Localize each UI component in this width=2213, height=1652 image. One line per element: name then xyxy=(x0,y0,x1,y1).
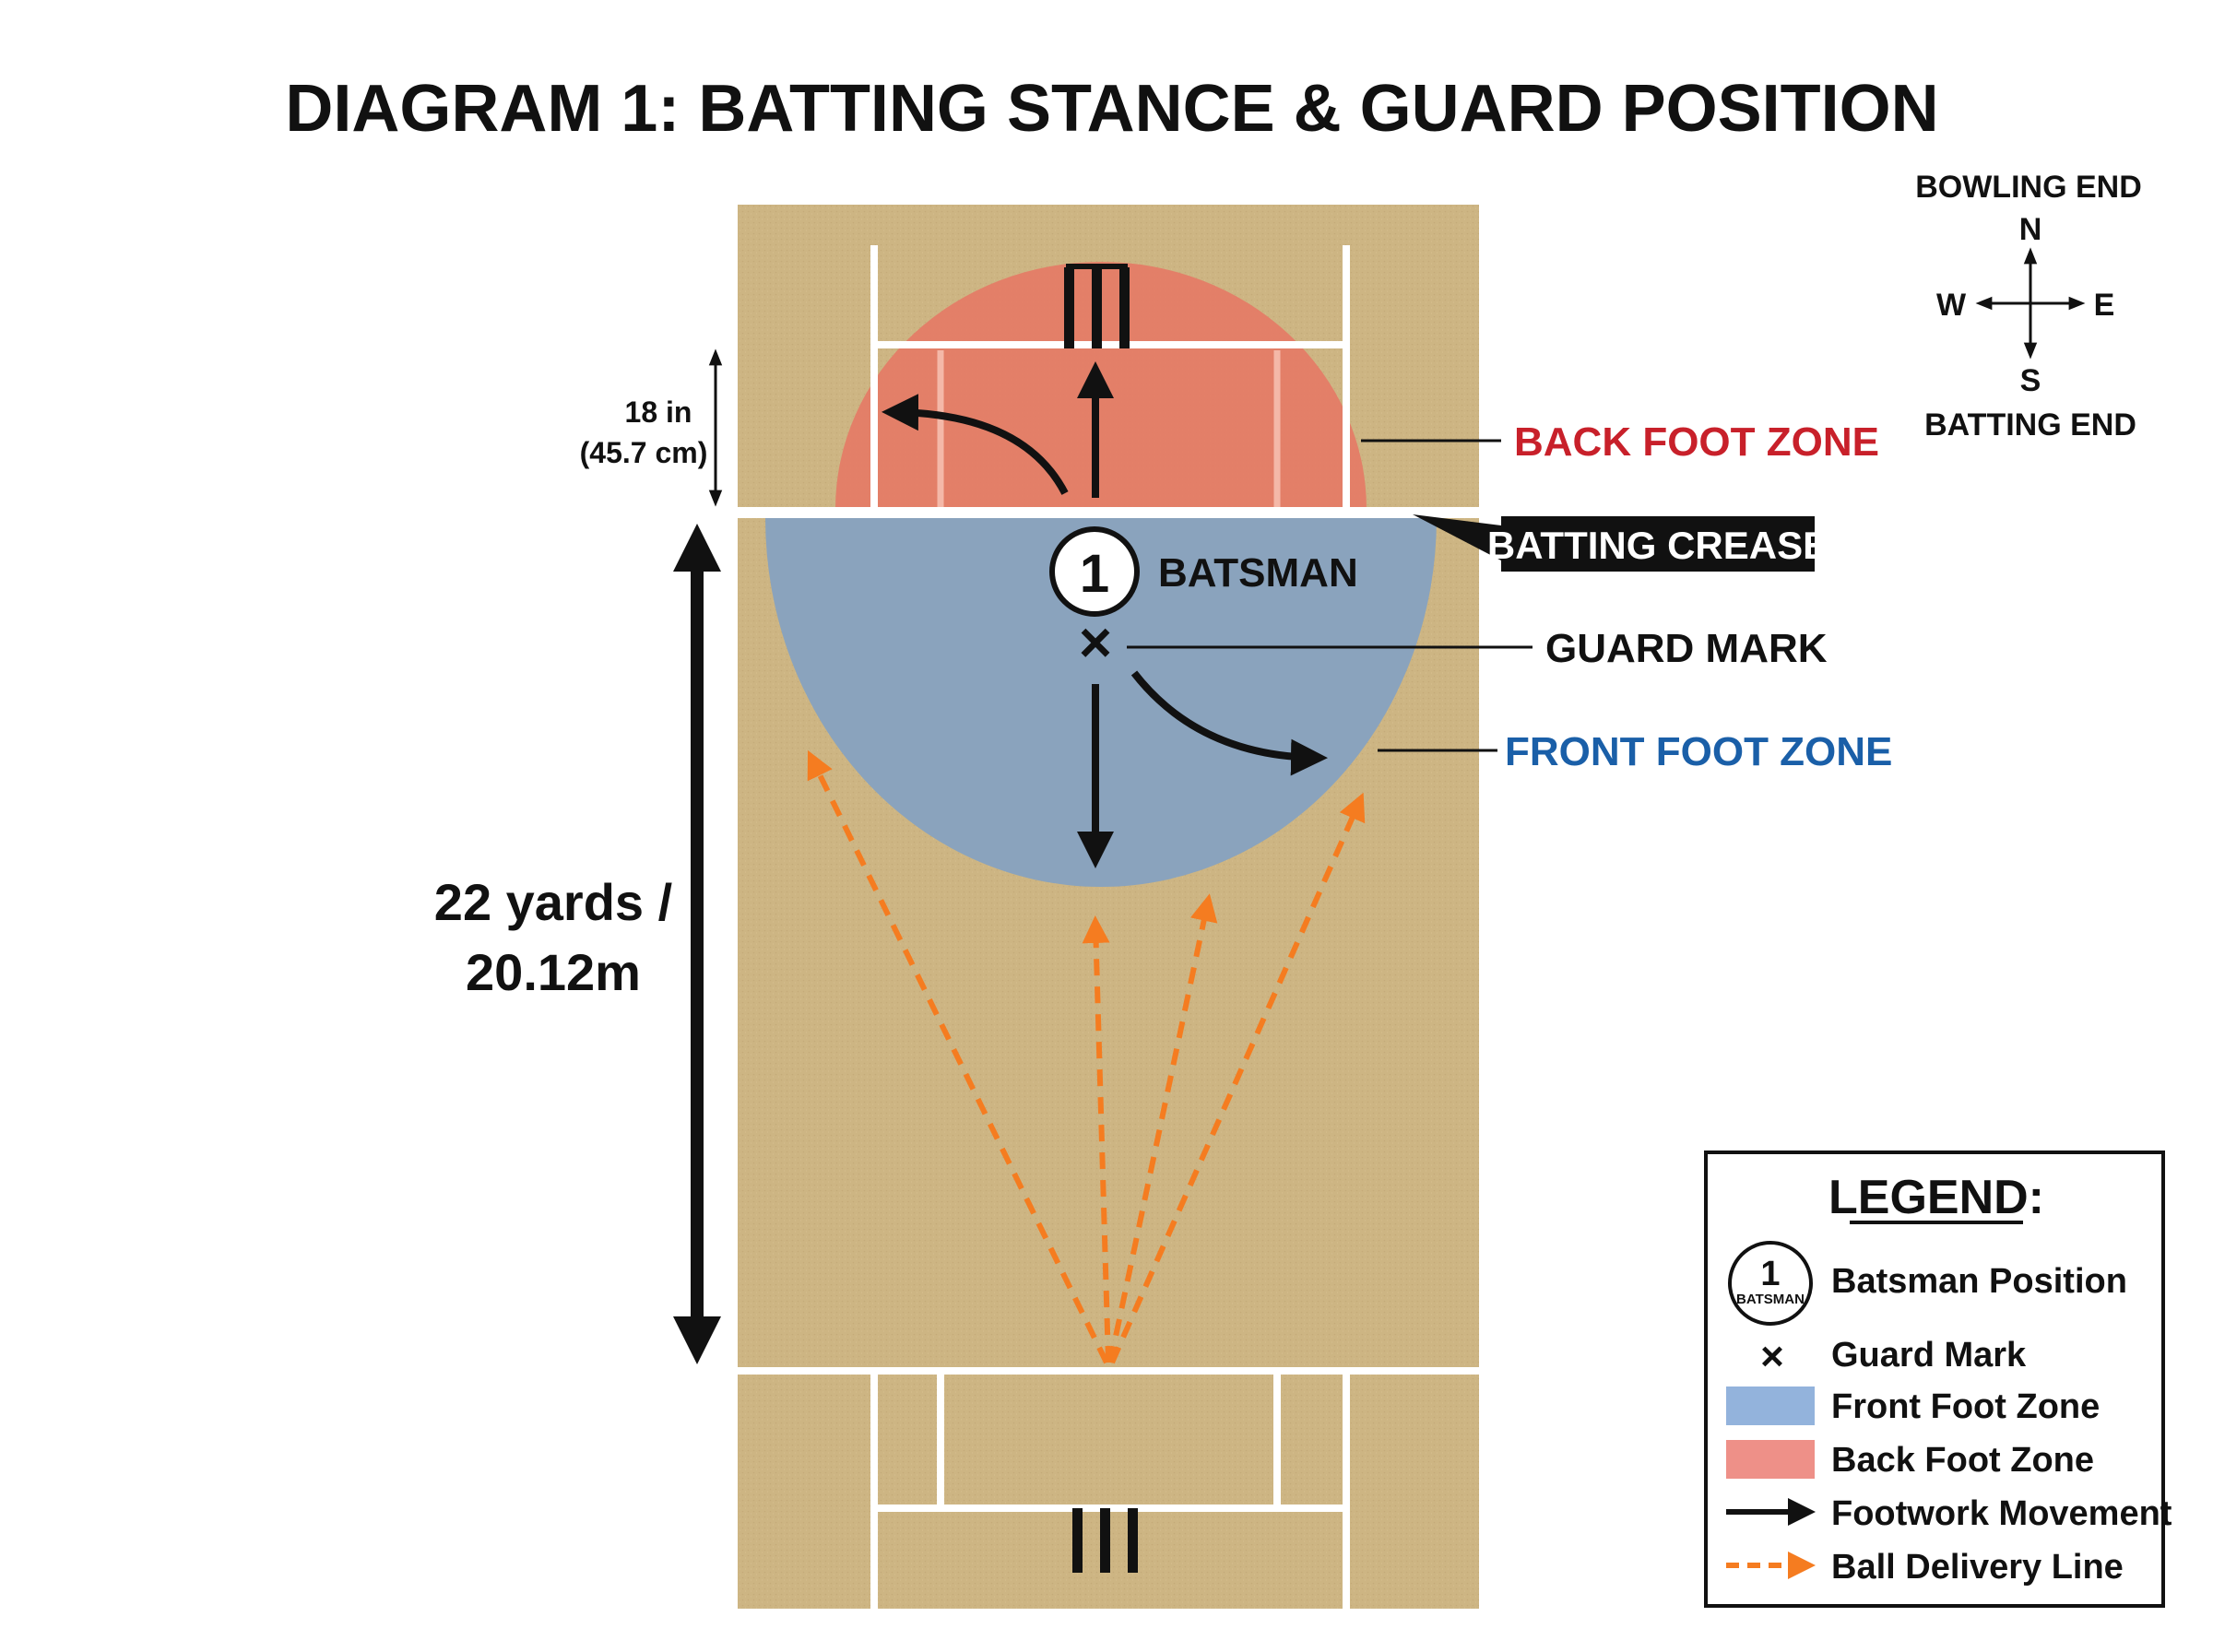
page-title: DIAGRAM 1: BATTING STANCE & GUARD POSITI… xyxy=(285,72,1938,146)
ball-delivery-lines xyxy=(807,749,1366,1364)
legend-item-guard-mark: Guard Mark xyxy=(1831,1336,2027,1375)
legend-badge-number: 1 xyxy=(1760,1255,1780,1293)
stumps-top-icon xyxy=(1064,264,1130,348)
compass-east: E xyxy=(2094,288,2115,323)
guard-mark-icon: × xyxy=(1079,611,1112,675)
legend-back-foot-swatch xyxy=(1726,1440,1815,1479)
compass-west: W xyxy=(1936,288,1967,323)
compass-bowling-end: BOWLING END xyxy=(1915,170,2142,205)
legend-item-footwork-movement: Footwork Movement xyxy=(1831,1494,2172,1533)
footwork-arrows-front xyxy=(1077,670,1328,868)
crease-gap-label-line1: 18 in xyxy=(625,395,692,429)
batting-crease-label-box xyxy=(1501,516,1815,572)
front-foot-zone xyxy=(765,518,1437,887)
front-foot-zone-label: FRONT FOOT ZONE xyxy=(1505,729,1892,774)
compass: BOWLING END N W E S BATTING END xyxy=(1915,170,2142,442)
legend-guard-mark-icon: × xyxy=(1760,1334,1784,1379)
batting-end-markings xyxy=(738,1367,1479,1609)
legend-heading: LEGEND: xyxy=(1828,1171,2044,1224)
batsman-number: 1 xyxy=(1080,544,1109,604)
legend-frame xyxy=(1704,1150,2165,1608)
batting-crease-pointer xyxy=(1413,514,1501,560)
pitch-length-dimension xyxy=(673,524,721,1364)
legend-badge-text: BATSMAN xyxy=(1736,1292,1805,1307)
bowling-end-markings xyxy=(738,245,1479,518)
compass-north: N xyxy=(2019,212,2042,247)
legend-item-batsman-position: Batsman Position xyxy=(1831,1262,2127,1301)
legend: LEGEND: 1 BATSMAN Batsman Position × Gua… xyxy=(1704,1150,2172,1608)
legend-batsman-badge-icon: 1 BATSMAN xyxy=(1728,1241,1813,1326)
legend-item-back-foot-zone: Back Foot Zone xyxy=(1831,1441,2094,1480)
pitch-length-label-line2: 20.12m xyxy=(466,943,641,1001)
legend-front-foot-swatch xyxy=(1726,1386,1815,1425)
back-foot-zone-label: BACK FOOT ZONE xyxy=(1514,419,1879,465)
stumps-bottom-icon xyxy=(1072,1508,1138,1573)
crease-gap-label-line2: (45.7 cm) xyxy=(580,436,708,469)
legend-item-ball-delivery-line: Ball Delivery Line xyxy=(1831,1548,2124,1587)
pitch-length-label-line1: 22 yards / xyxy=(434,873,673,931)
guard-mark-label: GUARD MARK xyxy=(1545,626,1828,671)
batsman-marker: 1 xyxy=(1049,526,1140,617)
batsman-label: BATSMAN xyxy=(1158,550,1358,596)
legend-item-front-foot-zone: Front Foot Zone xyxy=(1831,1387,2100,1426)
compass-batting-end: BATTING END xyxy=(1924,407,2136,442)
batting-crease-label: BATTING CREASE xyxy=(1487,524,1828,567)
compass-south: S xyxy=(2020,363,2041,398)
footwork-arrows-back xyxy=(882,361,1114,498)
